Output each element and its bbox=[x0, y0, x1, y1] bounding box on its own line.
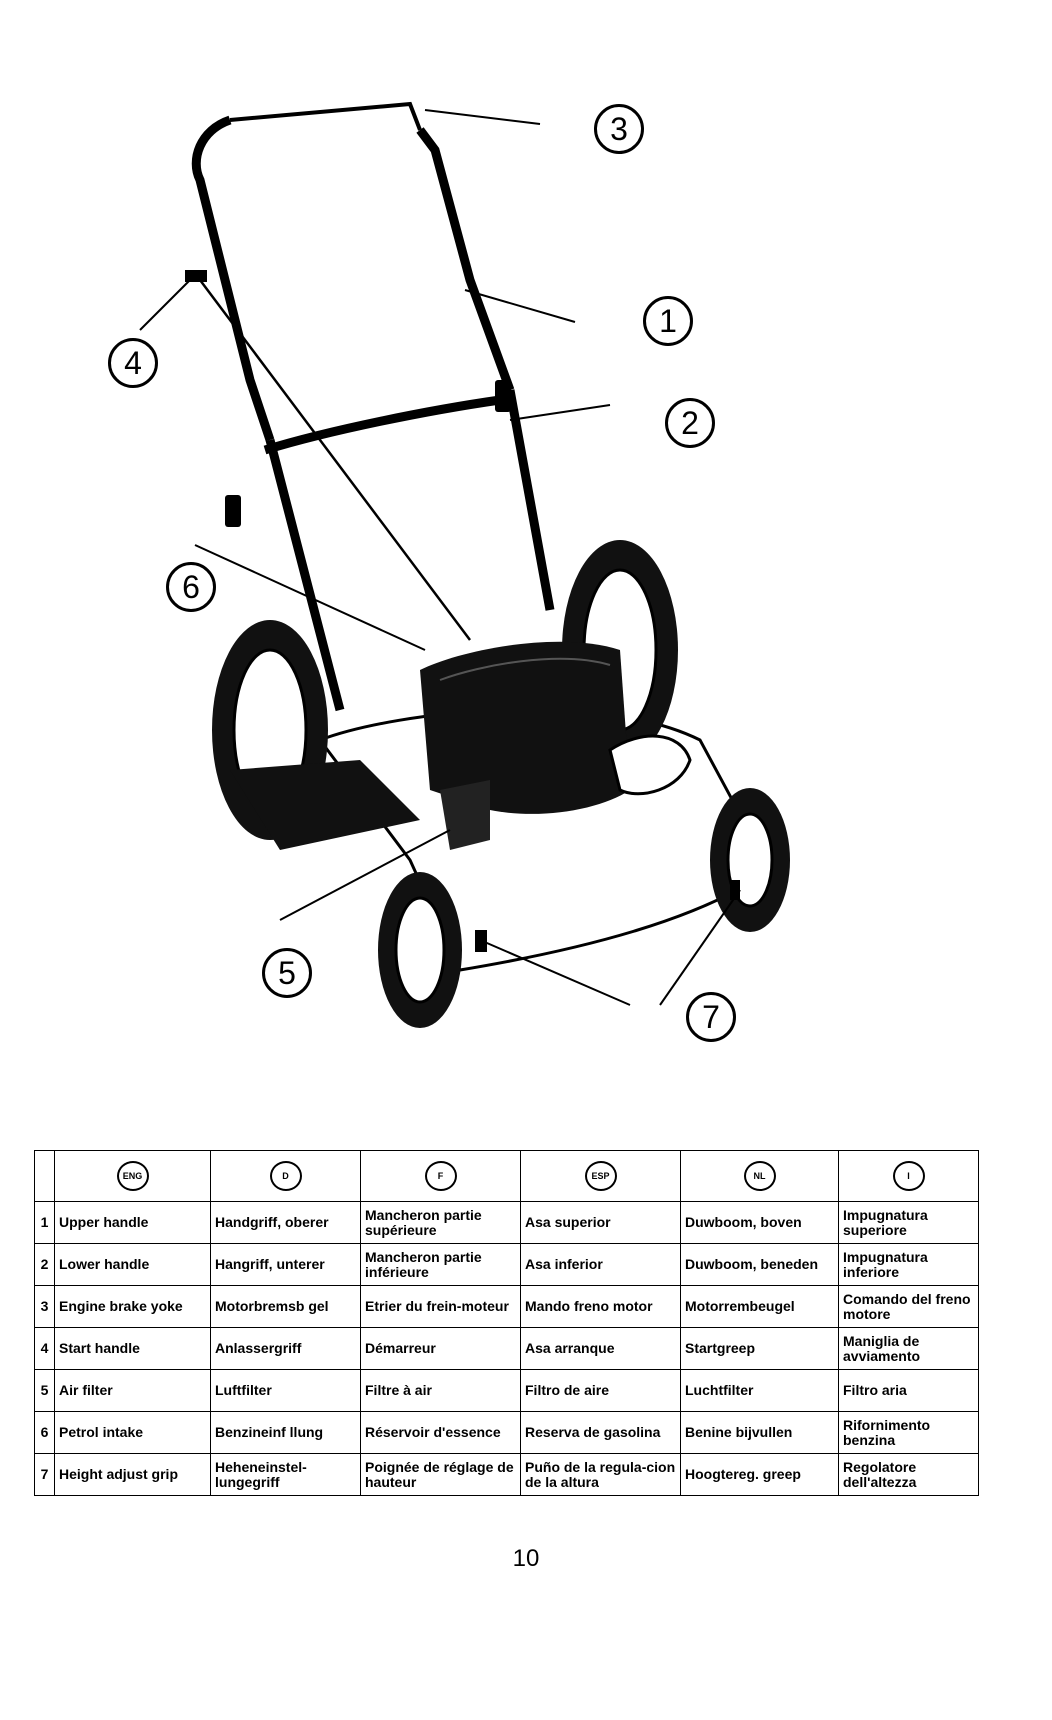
table-row: 6 Petrol intake Benzineinf llung Réservo… bbox=[34, 1411, 979, 1454]
cell-nl: Motorrembeugel bbox=[680, 1285, 839, 1328]
table-row: 4 Start handle Anlassergriff Démarreur A… bbox=[34, 1327, 979, 1370]
cell-i: Impugnatura inferiore bbox=[838, 1243, 979, 1286]
cell-d: Heheneinstel-lungegriff bbox=[210, 1453, 361, 1496]
callout-2: 2 bbox=[665, 398, 715, 448]
lang-badge-nl: NL bbox=[743, 1161, 776, 1191]
cell-f: Mancheron partie inférieure bbox=[360, 1243, 521, 1286]
cell-d: Handgriff, oberer bbox=[210, 1201, 361, 1244]
muffler bbox=[608, 734, 692, 796]
table-row: 2 Lower handle Hangriff, unterer Mancher… bbox=[34, 1243, 979, 1286]
cell-eng: Upper handle bbox=[54, 1201, 211, 1244]
upper-handle bbox=[191, 115, 515, 442]
cell-f: Démarreur bbox=[360, 1327, 521, 1370]
lang-badge-d: D bbox=[269, 1161, 302, 1191]
lang-badge-esp: ESP bbox=[584, 1161, 617, 1191]
lang-badge-eng: ENG bbox=[116, 1161, 149, 1191]
callout-3: 3 bbox=[594, 104, 644, 154]
cell-eng: Lower handle bbox=[54, 1243, 211, 1286]
cell-nl: Hoogtereg. greep bbox=[680, 1453, 839, 1496]
cell-f: Réservoir d'essence bbox=[360, 1411, 521, 1454]
parts-table: ENG D F ESP NL I 1 Upper handle Handgrif… bbox=[34, 1150, 979, 1496]
cell-i: Comando del freno motore bbox=[838, 1285, 979, 1328]
row-number: 4 bbox=[34, 1327, 55, 1370]
cell-eng: Start handle bbox=[54, 1327, 211, 1370]
row-number: 5 bbox=[34, 1369, 55, 1412]
cell-nl: Startgreep bbox=[680, 1327, 839, 1370]
start-handle-grip bbox=[185, 270, 207, 282]
start-cable bbox=[199, 279, 471, 641]
cell-d: Hangriff, unterer bbox=[210, 1243, 361, 1286]
cell-d: Anlassergriff bbox=[210, 1327, 361, 1370]
cell-f: Etrier du frein-moteur bbox=[360, 1285, 521, 1328]
row-number: 6 bbox=[34, 1411, 55, 1454]
lang-badge-i: I bbox=[892, 1161, 925, 1191]
cell-eng: Air filter bbox=[54, 1369, 211, 1412]
cell-nl: Duwboom, boven bbox=[680, 1201, 839, 1244]
table-row: 1 Upper handle Handgriff, oberer Mancher… bbox=[34, 1201, 979, 1244]
table-row: 3 Engine brake yoke Motorbremsb gel Etri… bbox=[34, 1285, 979, 1328]
cell-nl: Benine bijvullen bbox=[680, 1411, 839, 1454]
language-header-row: ENG D F ESP NL I bbox=[34, 1150, 979, 1202]
page-number: 10 bbox=[512, 1545, 540, 1572]
cell-f: Mancheron partie supérieure bbox=[360, 1201, 521, 1244]
cell-i: Impugnatura superiore bbox=[838, 1201, 979, 1244]
cell-nl: Luchtfilter bbox=[680, 1369, 839, 1412]
cell-d: Motorbremsb gel bbox=[210, 1285, 361, 1328]
air-filter bbox=[440, 780, 490, 850]
callout-7: 7 bbox=[686, 992, 736, 1042]
upper-handle-bar bbox=[229, 101, 422, 131]
row-number: 1 bbox=[34, 1201, 55, 1244]
cell-i: Filtro aria bbox=[838, 1369, 979, 1412]
table-row: 5 Air filter Luftfilter Filtre à air Fil… bbox=[34, 1369, 979, 1412]
cell-i: Regolatore dell'altezza bbox=[838, 1453, 979, 1496]
cell-esp: Asa inferior bbox=[520, 1243, 681, 1286]
cell-esp: Mando freno motor bbox=[520, 1285, 681, 1328]
cell-esp: Puño de la regula-cion de la altura bbox=[520, 1453, 681, 1496]
cell-i: Maniglia de avviamento bbox=[838, 1327, 979, 1370]
callout-5: 5 bbox=[262, 948, 312, 998]
cell-esp: Asa arranque bbox=[520, 1327, 681, 1370]
lang-badge-f: F bbox=[424, 1161, 457, 1191]
handle-crossbar bbox=[263, 395, 501, 455]
callout-6: 6 bbox=[166, 562, 216, 612]
row-number: 2 bbox=[34, 1243, 55, 1286]
lawn-mower-illustration bbox=[139, 101, 790, 1028]
cell-eng: Height adjust grip bbox=[54, 1453, 211, 1496]
cell-f: Filtre à air bbox=[360, 1369, 521, 1412]
callout-4: 4 bbox=[108, 338, 158, 388]
cell-f: Poignée de réglage de hauteur bbox=[360, 1453, 521, 1496]
cell-d: Benzineinf llung bbox=[210, 1411, 361, 1454]
callout-1: 1 bbox=[643, 296, 693, 346]
rear-flap bbox=[230, 760, 420, 850]
cell-nl: Duwboom, beneden bbox=[680, 1243, 839, 1286]
cell-i: Rifornimento benzina bbox=[838, 1411, 979, 1454]
engine-body bbox=[420, 641, 630, 814]
lower-handle bbox=[265, 389, 555, 712]
table-row: 7 Height adjust grip Heheneinstel-lungeg… bbox=[34, 1453, 979, 1496]
cell-eng: Engine brake yoke bbox=[54, 1285, 211, 1328]
row-number: 3 bbox=[34, 1285, 55, 1328]
cell-eng: Petrol intake bbox=[54, 1411, 211, 1454]
cell-esp: Reserva de gasolina bbox=[520, 1411, 681, 1454]
cell-esp: Asa superior bbox=[520, 1201, 681, 1244]
cell-esp: Filtro de aire bbox=[520, 1369, 681, 1412]
row-number: 7 bbox=[34, 1453, 55, 1496]
cell-d: Luftfilter bbox=[210, 1369, 361, 1412]
